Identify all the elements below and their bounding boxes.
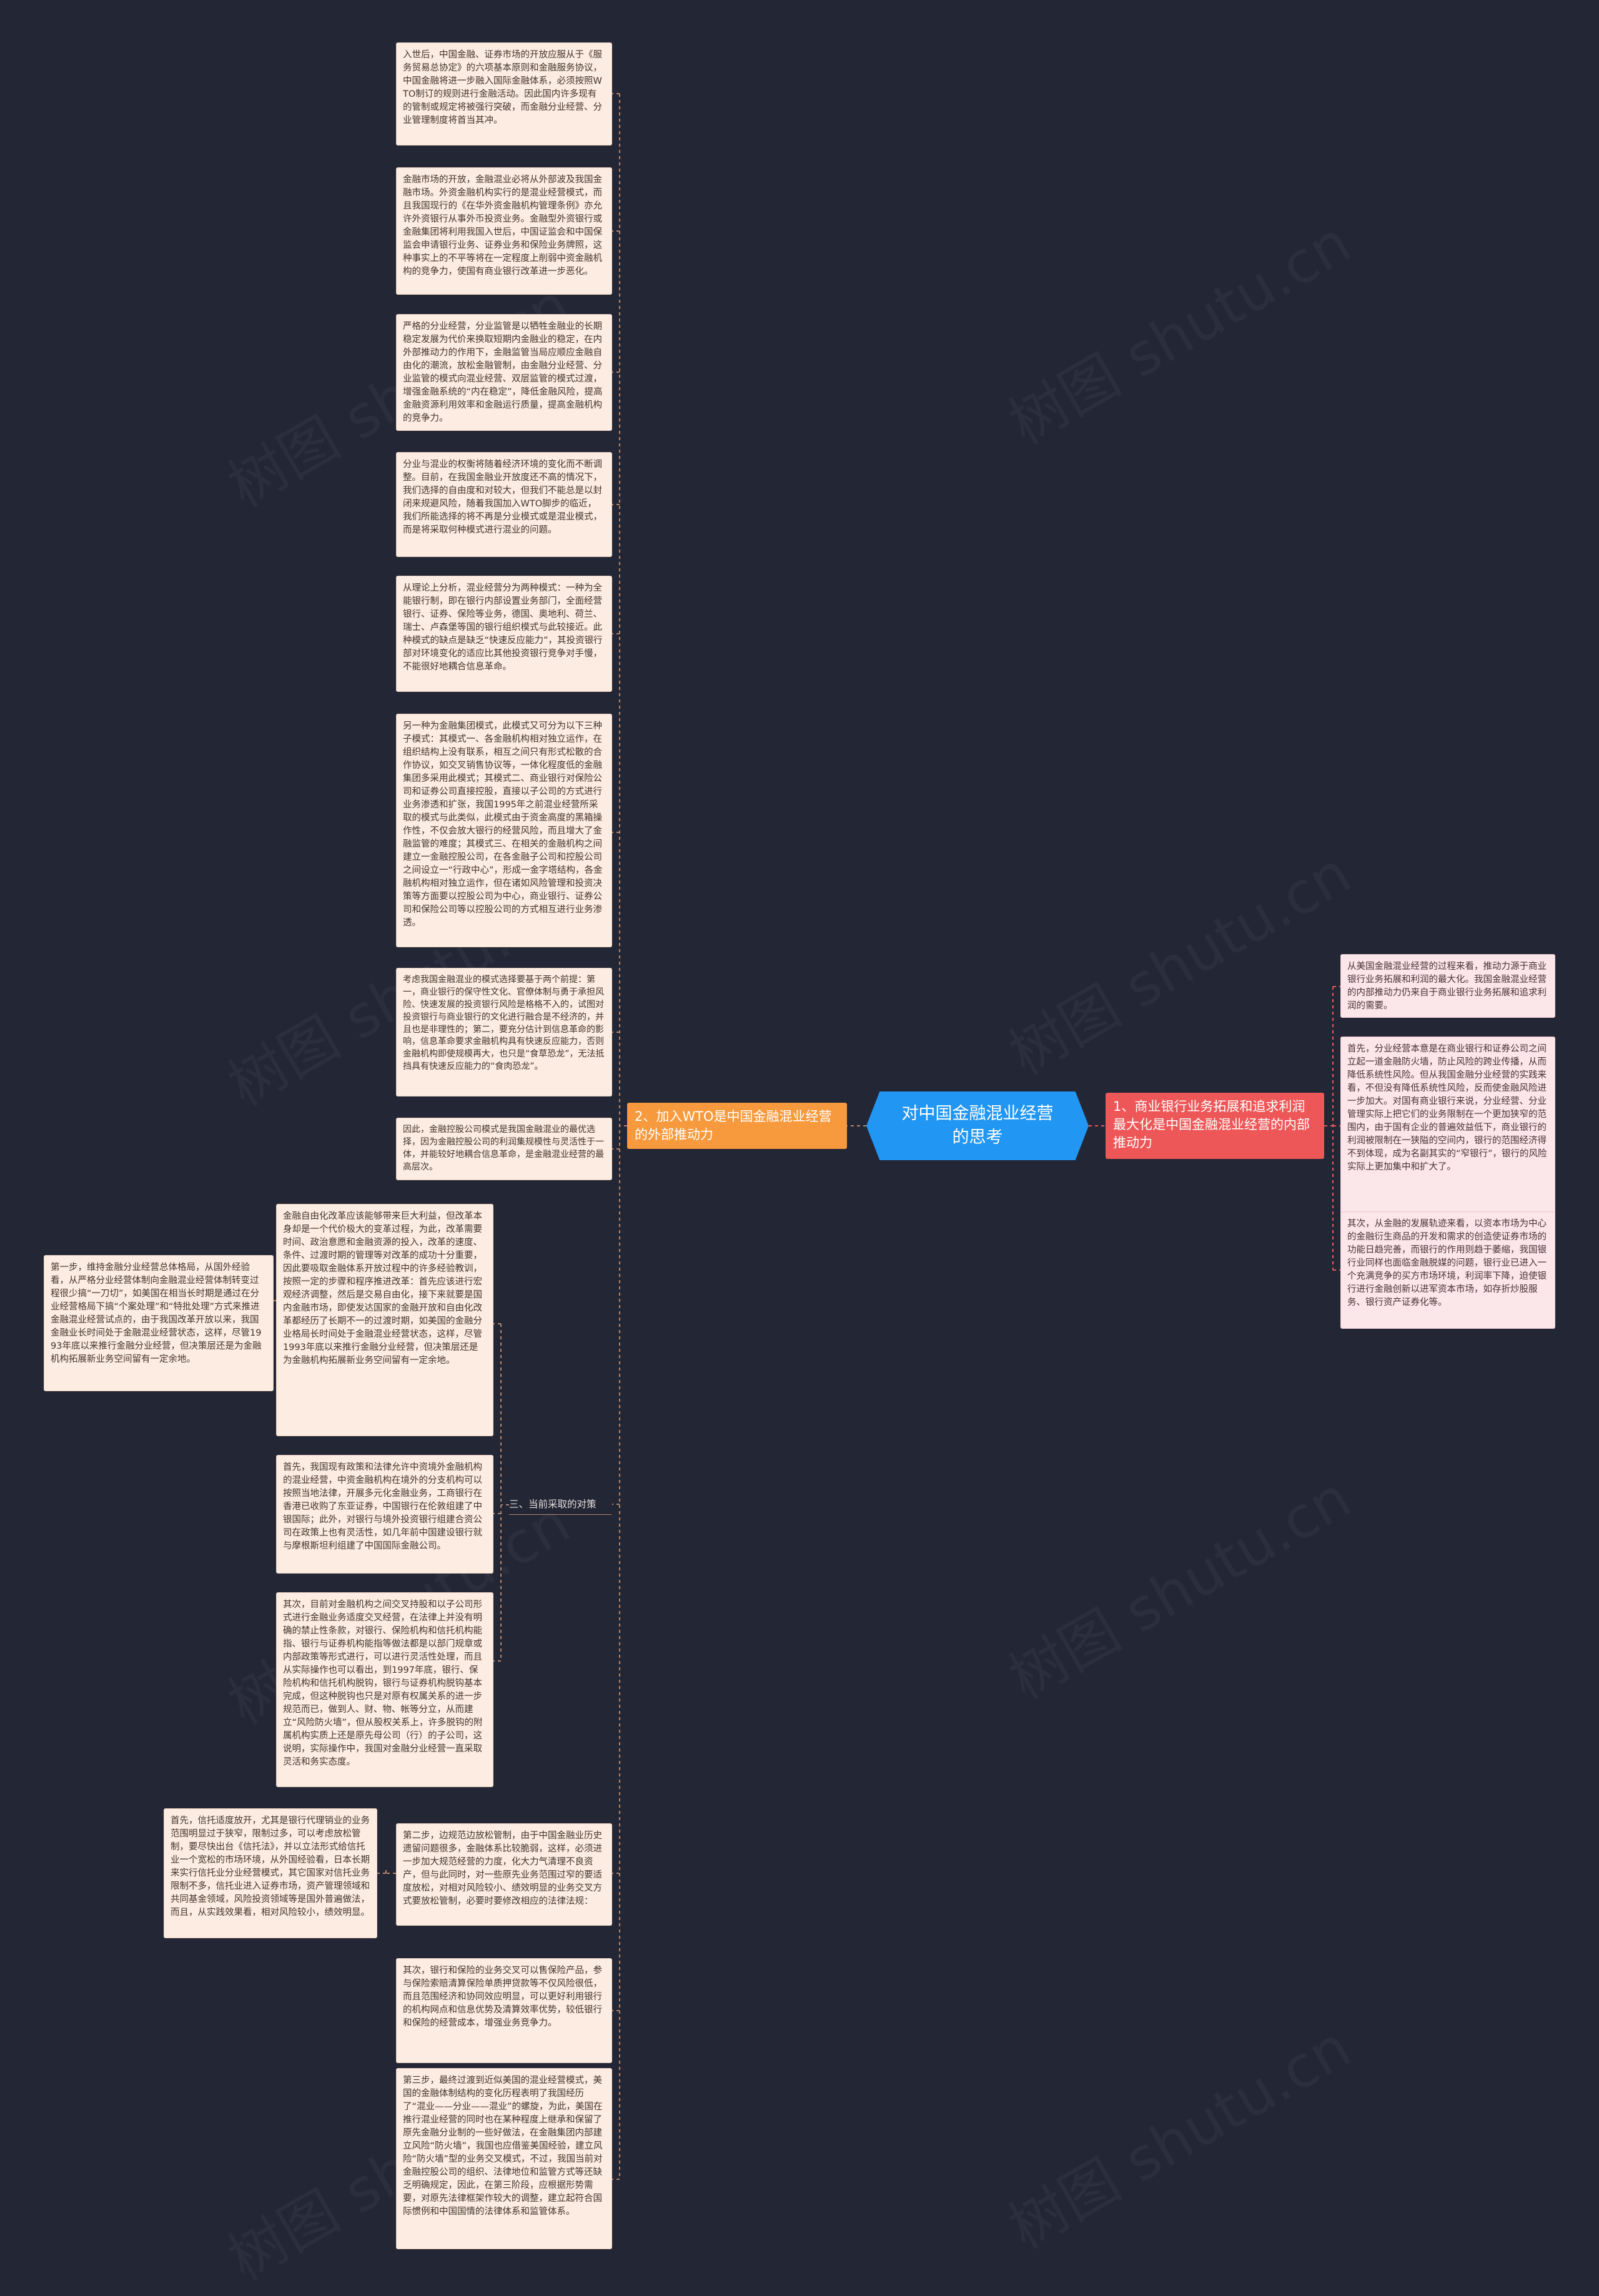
note-left-3[interactable]: 严格的分业经营，分业监管是以牺牲金融业的长期稳定发展为代价来换取短期内金融业的稳…: [396, 314, 612, 431]
step-one-trust-detail[interactable]: 首先，信托适度放开，尤其是银行代理销业的业务范围明显过于狭窄，限制过多，可以考虑…: [164, 1808, 377, 1938]
note-left-8[interactable]: 因此，金融控股公司模式是我国金融混业的最优选择，因为金融控股公司的利润集规模性与…: [396, 1118, 612, 1180]
sub-topic-countermeasures[interactable]: 三、当前采取的对策: [509, 1494, 611, 1515]
note-left-2[interactable]: 金融市场的开放，金融混业必将从外部波及我国金融市场。外资金融机构实行的是混业经营…: [396, 167, 612, 295]
step-two[interactable]: 第二步，边规范边放松管制，由于中国金融业历史遗留问题很多，金融体系比较脆弱，这样…: [396, 1823, 612, 1926]
note-right-1[interactable]: 从美国金融混业经营的过程来看，推动力源于商业银行业务拓展和利润的最大化。我国金融…: [1340, 954, 1555, 1018]
note-right-3[interactable]: 其次，从金融的发展轨迹来看，以资本市场为中心的金融衍生商品的开发和需求的创造使证…: [1340, 1211, 1555, 1329]
connector-left-lower: [612, 1504, 620, 2180]
connector-right-trunk: [1324, 986, 1340, 1271]
note-left-6[interactable]: 另一种为金融集团模式，此模式又可分为以下三种子模式：其模式一、各金融机构相对独立…: [396, 714, 612, 947]
note-left-4[interactable]: 分业与混业的权衡将随着经济环境的变化而不断调整。目前，在我国金融业开放度还不高的…: [396, 452, 612, 557]
branch-wto-external-driver[interactable]: 2、加入WTO是中国金融混业经营的外部推动力: [627, 1103, 847, 1149]
countermeasure-intro[interactable]: 金融自由化改革应该能够带来巨大利益，但改革本身却是一个代价极大的变革过程，为此，…: [276, 1204, 493, 1436]
step-two-insurance-detail[interactable]: 其次，银行和保险的业务交叉可以售保险产品，参与保险索赔清算保险单质押贷款等不仅风…: [396, 1958, 612, 2063]
central-topic[interactable]: 对中国金融混业经营的思考: [866, 1091, 1089, 1160]
branch-internal-driver[interactable]: 1、商业银行业务拓展和追求利润最大化是中国金融混业经营的内部推动力: [1106, 1093, 1324, 1159]
note-left-7[interactable]: 考虑我国金融混业的模式选择要基于两个前提：第一，商业银行的保守性文化、官僚体制与…: [396, 968, 612, 1096]
connector-left-trunk: [619, 94, 627, 2179]
connector-sub-topic: [493, 1323, 509, 1662]
countermeasure-second[interactable]: 其次，目前对金融机构之间交叉持股和以子公司形式进行金融业务适度交叉经营，在法律上…: [276, 1592, 493, 1787]
note-left-5[interactable]: 从理论上分析，混业经营分为两种模式：一种为全能银行制，即在银行内部设置业务部门，…: [396, 576, 612, 692]
step-one[interactable]: 第一步，维持金融分业经营总体格局，从国外经验看，从严格分业经营体制向金融混业经营…: [44, 1255, 274, 1391]
step-three[interactable]: 第三步，最终过渡到近似美国的混业经营模式，美国的金融体制结构的变化历程表明了我国…: [396, 2068, 612, 2249]
connector-left-notes: [612, 93, 620, 1150]
note-left-1[interactable]: 入世后，中国金融、证券市场的开放应服从于《服务贸易总协定》的六项基本原则和金融服…: [396, 42, 612, 145]
note-right-2[interactable]: 首先，分业经营本意是在商业银行和证券公司之间立起一道金融防火墙，防止风险的跨业传…: [1340, 1037, 1555, 1215]
connector-step2: [377, 1870, 396, 1874]
countermeasure-first[interactable]: 首先，我国现有政策和法律允许中资境外金融机构的混业经营，中资金融机构在境外的分支…: [276, 1455, 493, 1574]
